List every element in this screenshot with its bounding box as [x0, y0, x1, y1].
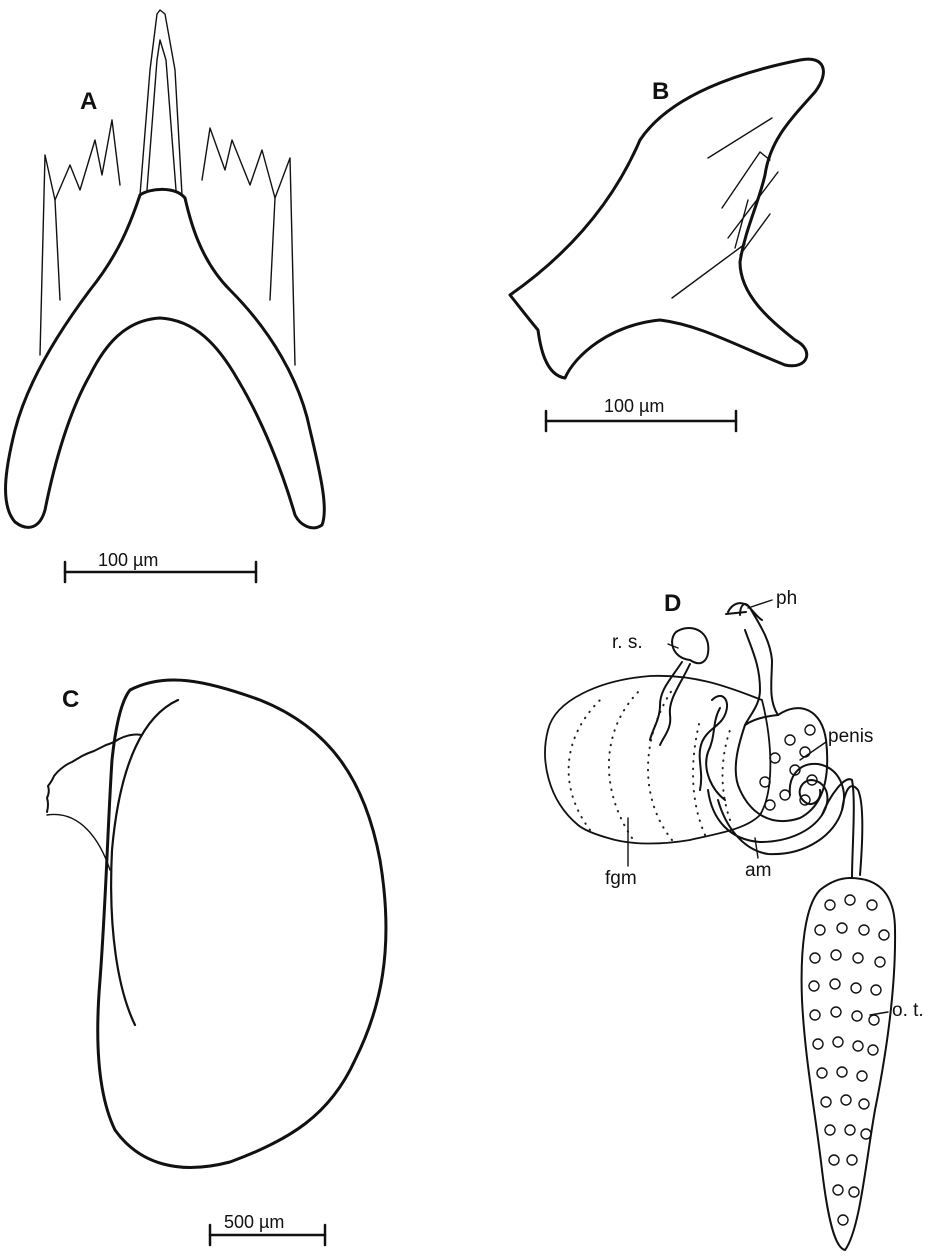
annotation-rs: r. s.	[612, 632, 643, 654]
scale-bar-a	[65, 562, 256, 582]
panel-a-drawing	[6, 10, 325, 528]
annotation-ot: o. t.	[892, 1000, 924, 1022]
panel-c-drawing	[47, 680, 386, 1167]
panel-label-b: B	[652, 78, 669, 106]
annotation-ph: ph	[776, 588, 797, 610]
annotation-penis: penis	[828, 726, 873, 748]
scale-label-c: 500 µm	[224, 1212, 284, 1233]
annotation-fgm: fgm	[605, 868, 637, 890]
ovotestis-texture	[809, 895, 889, 1225]
scale-label-a: 100 µm	[98, 550, 158, 571]
panel-d-drawing	[545, 600, 895, 1250]
panel-label-a: A	[80, 88, 97, 116]
panel-label-d: D	[664, 590, 681, 618]
annotation-am: am	[745, 860, 771, 882]
panel-label-c: C	[62, 686, 79, 714]
panel-b-drawing	[510, 59, 823, 378]
scale-label-b: 100 µm	[604, 396, 664, 417]
